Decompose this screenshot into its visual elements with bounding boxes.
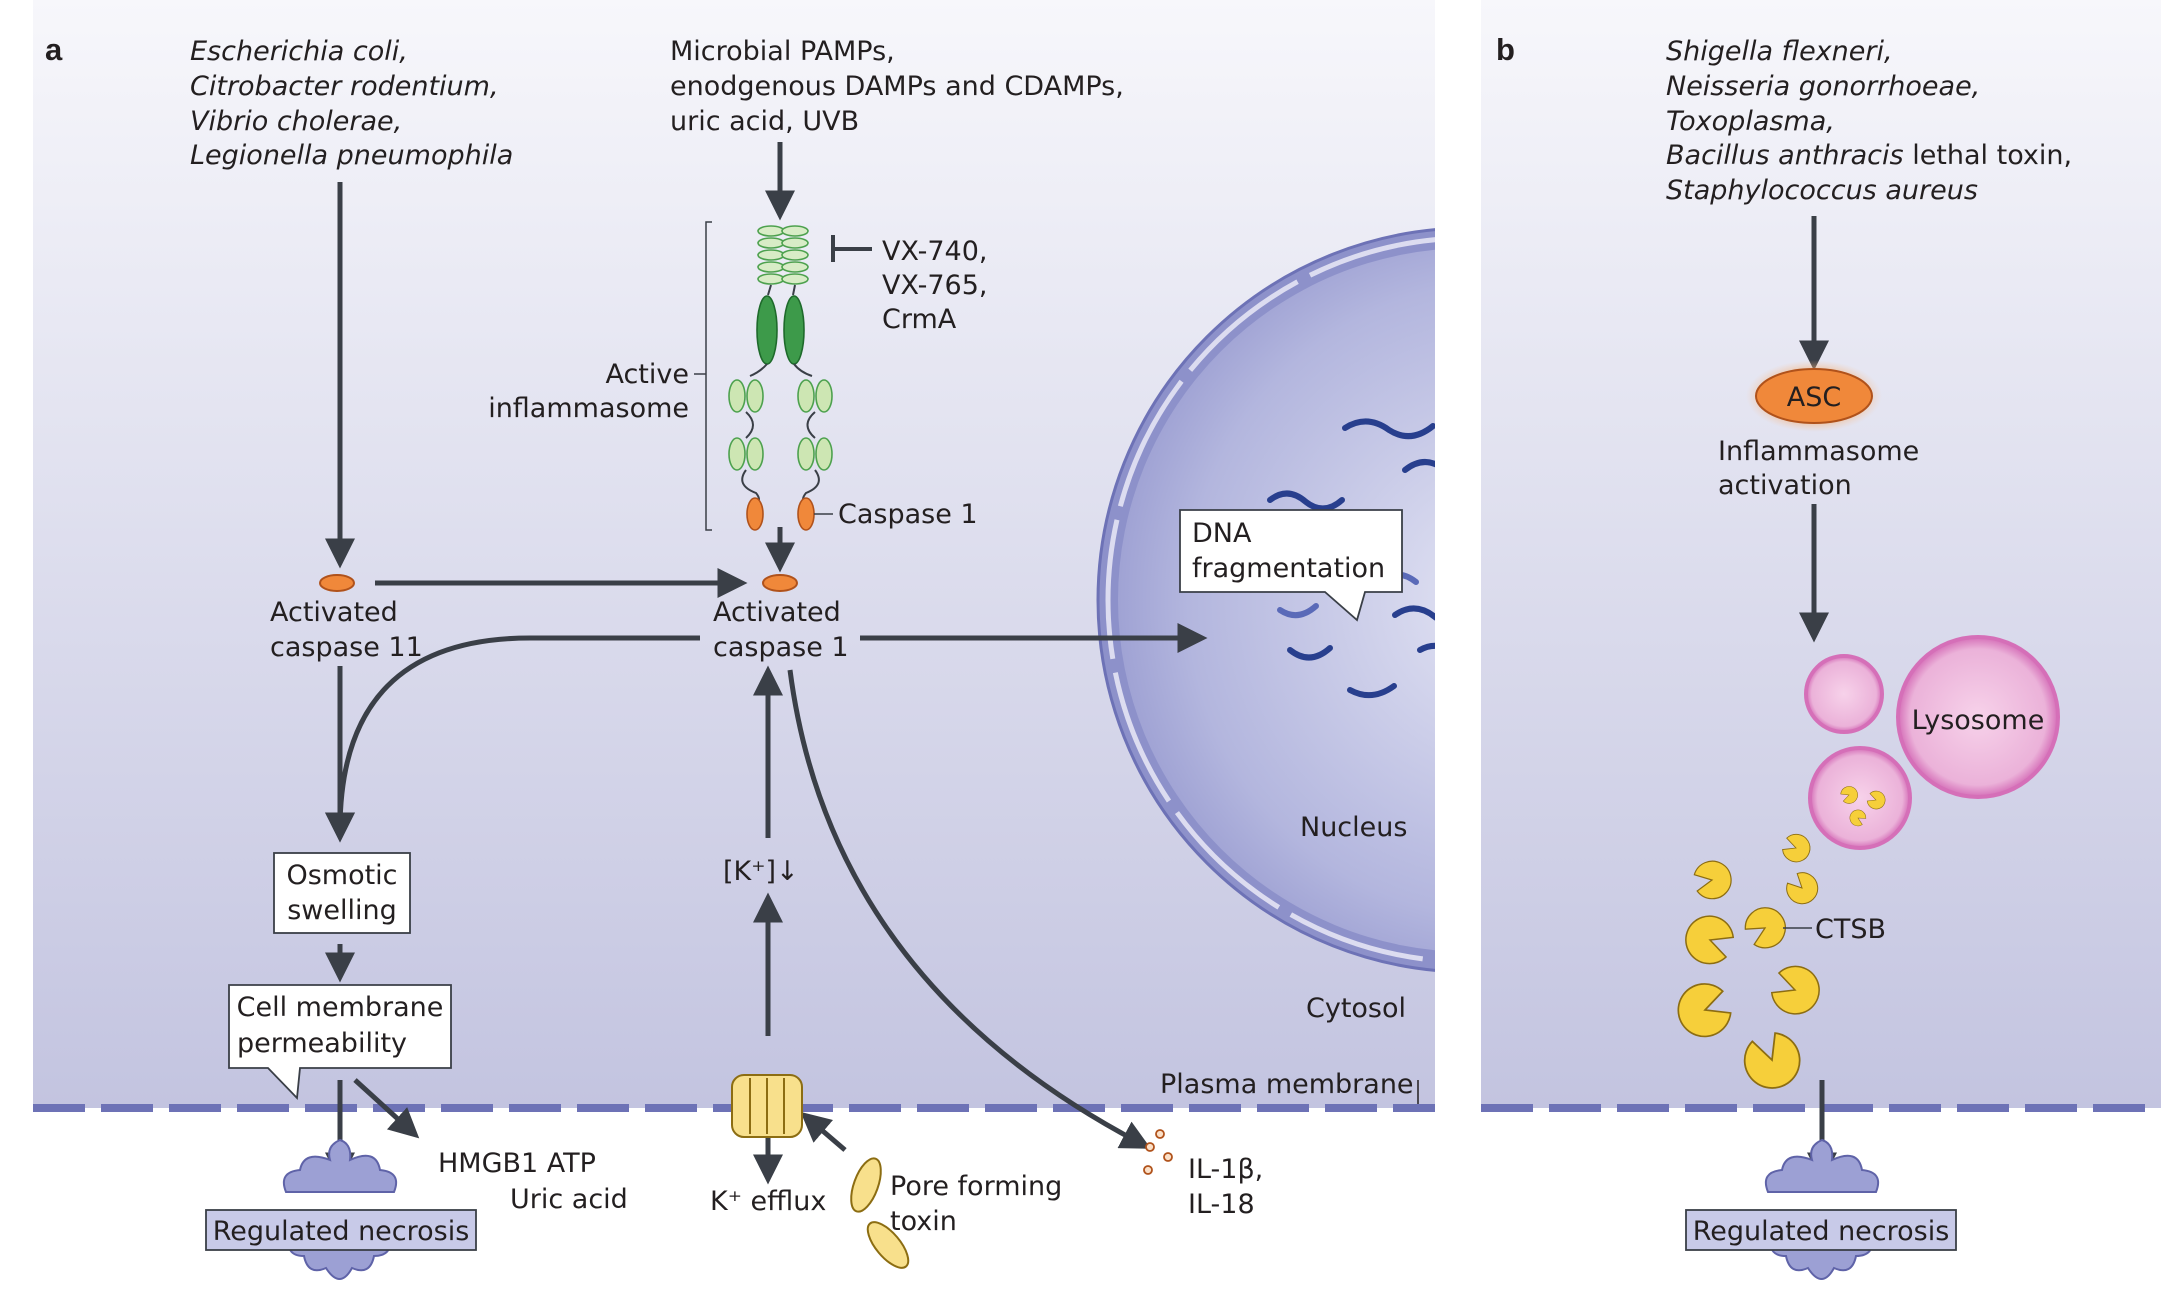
inflammasome-activation-label: Inflammasome activation	[1718, 436, 1919, 501]
pathogen-list: Shigella flexneri, Neisseria gonorrhoeae…	[1666, 36, 2072, 206]
inhibitor-line-3: CrmA	[882, 304, 957, 335]
lysosomes: Lysosome	[1804, 635, 2060, 850]
caspase1-domain-left	[746, 497, 764, 531]
activated-caspase11-line-2: caspase 11	[270, 632, 423, 663]
dna-fragmentation-line-2: fragmentation	[1192, 553, 1385, 584]
active-inflammasome-label: Active inflammasome	[488, 359, 689, 424]
lysosome-rupturing	[1808, 746, 1912, 850]
panel-b-letter: b	[1496, 32, 1515, 67]
nacht-domains	[757, 225, 809, 285]
k-efflux-label: K⁺ efflux	[710, 1186, 826, 1217]
asc-label: ASC	[1787, 382, 1841, 413]
ctsb-label: CTSB	[1815, 914, 1886, 945]
osmotic-swelling-box: Osmotic swelling	[273, 852, 411, 934]
pathogen-line-2: Neisseria gonorrhoeae,	[1666, 71, 1980, 102]
panel-b: b Shigella flexneri, Neisseria gonorrhoe…	[1481, 0, 2161, 1280]
regulated-necrosis-a-box: Regulated necrosis	[205, 1209, 477, 1251]
inflammasome-complex	[694, 221, 833, 531]
cytokines-label: IL-1β, IL-18	[1188, 1154, 1263, 1220]
inflammasome-bracket	[705, 221, 712, 531]
panel-a-letter: a	[45, 32, 63, 67]
regulated-necrosis-b-label: Regulated necrosis	[1693, 1216, 1950, 1247]
regulated-necrosis-a-label: Regulated necrosis	[213, 1216, 470, 1247]
hmgb1-atp-label: HMGB1 ATP	[438, 1148, 596, 1179]
regulated-necrosis-b-box: Regulated necrosis	[1685, 1209, 1957, 1251]
inhibitors-list: VX-740, VX-765, CrmA	[882, 236, 987, 335]
pathogen-line-3: Toxoplasma,	[1666, 106, 1835, 137]
cytokines-line-2: IL-18	[1188, 1189, 1255, 1220]
nlr-domain-left	[756, 295, 778, 365]
caspase1-domain-right	[797, 497, 815, 531]
dna-fragmentation-callout: DNA fragmentation	[1179, 509, 1403, 622]
cytosol-background-b	[1481, 0, 2161, 1108]
nucleus	[1096, 228, 1435, 972]
nlr-domain-right	[783, 295, 805, 365]
activated-caspase1-label: Activated caspase 1	[713, 597, 849, 663]
bacteria-line-2: Citrobacter rodentium,	[190, 71, 499, 102]
bacteria-list: Escherichia coli, Citrobacter rodentium,…	[190, 36, 513, 171]
bacteria-line-1: Escherichia coli,	[190, 36, 408, 67]
osmotic-swelling-line-1: Osmotic	[286, 860, 397, 891]
lysosome-label: Lysosome	[1912, 705, 2045, 736]
activated-caspase1-line-2: caspase 1	[713, 632, 849, 663]
potassium-level-label: [K⁺]↓	[723, 856, 799, 887]
bacteria-line-3: Vibrio cholerae,	[190, 106, 402, 137]
cytokine-dots	[1143, 1129, 1173, 1175]
stimuli-line-2: enodgenous DAMPs and CDAMPs,	[670, 71, 1124, 102]
inhibitor-line-2: VX-765,	[882, 270, 987, 301]
stimuli-line-1: Microbial PAMPs,	[670, 36, 895, 67]
card-domains	[728, 379, 833, 471]
active-inflammasome-line-1: Active	[605, 359, 689, 390]
stimuli-list: Microbial PAMPs, enodgenous DAMPs and CD…	[670, 36, 1124, 137]
inflammasome-activation-line-1: Inflammasome	[1718, 436, 1919, 467]
active-inflammasome-line-2: inflammasome	[488, 393, 689, 424]
inflammasome-activation-line-2: activation	[1718, 470, 1852, 501]
asc-node: ASC	[1746, 360, 1882, 432]
caspase1-domain-label: Caspase 1	[838, 499, 978, 530]
uric-acid-label: Uric acid	[510, 1184, 628, 1215]
pore-forming-toxin-shapes	[850, 1157, 910, 1269]
pore-forming-toxin-line-2: toxin	[890, 1206, 957, 1237]
plasma-membrane-label: Plasma membrane	[1160, 1069, 1414, 1100]
dna-fragmentation-line-1: DNA	[1192, 518, 1252, 549]
cytosol-label: Cytosol	[1306, 993, 1406, 1024]
activated-caspase11-line-1: Activated	[270, 597, 398, 628]
bacteria-line-4: Legionella pneumophila	[190, 140, 513, 171]
stimuli-line-3: uric acid, UVB	[670, 106, 859, 137]
pathogen-line-5: Staphylococcus aureus	[1666, 175, 1978, 206]
caspase1-oval	[762, 574, 798, 592]
lysosome-large	[1896, 635, 2060, 799]
lysosome-small	[1804, 654, 1884, 734]
osmotic-swelling-line-2: swelling	[287, 895, 397, 926]
permeability-line-2: permeability	[237, 1028, 407, 1059]
inhibitor-bar	[831, 235, 872, 262]
activated-caspase1-line-1: Activated	[713, 597, 841, 628]
panel-a: a Nucleus Plasma me	[33, 0, 1435, 1280]
arrow-caspase1-to-swelling	[325, 635, 700, 843]
nucleus-label: Nucleus	[1300, 812, 1407, 843]
pore-forming-toxin-line-1: Pore forming	[890, 1171, 1062, 1202]
inhibitor-line-1: VX-740,	[882, 236, 987, 267]
arrow-permeability-to-hmgb1	[353, 1078, 420, 1139]
pore-forming-toxin-label: Pore forming toxin	[890, 1171, 1062, 1237]
cell-membrane-permeability-callout: Cell membrane permeability	[228, 984, 452, 1101]
activated-caspase11-label: Activated caspase 11	[270, 597, 423, 663]
pore-channel	[731, 1074, 803, 1138]
pathogen-line-1: Shigella flexneri,	[1666, 36, 1893, 67]
permeability-line-1: Cell membrane	[237, 992, 444, 1023]
caspase11-oval	[319, 574, 355, 592]
cytokines-line-1: IL-1β,	[1188, 1154, 1263, 1185]
pathogen-line-4: Bacillus anthracis lethal toxin,	[1666, 140, 2072, 171]
arrow-caspase1-to-cytokines	[787, 669, 1152, 1149]
arrow-toxin-to-pore	[800, 1111, 847, 1152]
